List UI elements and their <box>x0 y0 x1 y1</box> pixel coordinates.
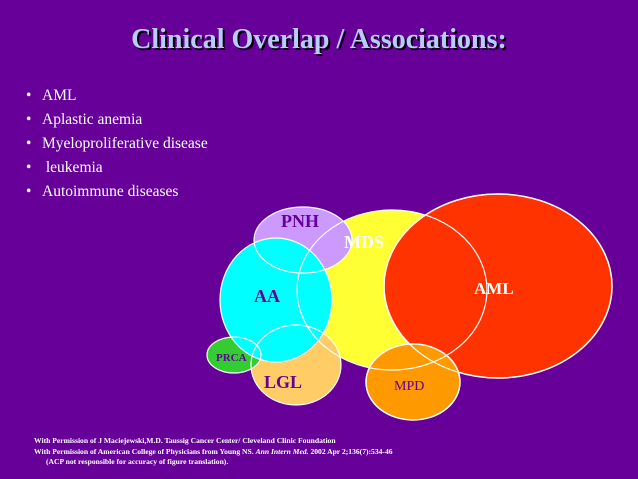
lgl-label: LGL <box>264 372 302 392</box>
bullet-item: •Myeloproliferative disease <box>26 132 208 156</box>
bullet-item: •Autoimmune diseases <box>26 180 208 204</box>
mds-outline <box>296 209 488 371</box>
credit-line-2: With Permission of American College of P… <box>34 446 393 456</box>
lgl-outline <box>250 324 342 406</box>
aa-label: AA <box>254 286 280 306</box>
bullet-icon: • <box>26 135 32 152</box>
slide-title: Clinical Overlap / Associations: <box>131 24 507 55</box>
credits: With Permission of J Maciejewski,M.D. Ta… <box>34 436 393 468</box>
mds-label: MDS <box>344 232 384 252</box>
bullet-icon: • <box>26 183 32 200</box>
bullet-icon: • <box>26 159 32 176</box>
aml-outline <box>383 193 613 379</box>
bullet-icon: • <box>26 111 32 128</box>
credit-line-3: (ACP not responsible for accuracy of fig… <box>46 457 229 466</box>
credit-line-1: With Permission of J Maciejewski,M.D. Ta… <box>34 436 336 445</box>
bullet-list: •AML •Aplastic anemia •Myeloproliferativ… <box>26 84 208 204</box>
bullet-item: •AML <box>26 84 208 108</box>
pnh-label: PNH <box>281 211 319 231</box>
mpd-label: MPD <box>394 379 424 394</box>
aa-circle <box>220 238 332 362</box>
bullet-icon: • <box>26 87 32 104</box>
aa-outline <box>219 237 333 363</box>
bullet-item: •Aplastic anemia <box>26 108 208 132</box>
bullet-item: • leukemia <box>26 156 208 180</box>
prca-label: PRCA <box>216 352 247 364</box>
prca-outline <box>206 336 262 374</box>
aml-label: AML <box>474 279 514 298</box>
overlap-outlines <box>206 193 613 406</box>
pnh-outline <box>253 206 353 274</box>
